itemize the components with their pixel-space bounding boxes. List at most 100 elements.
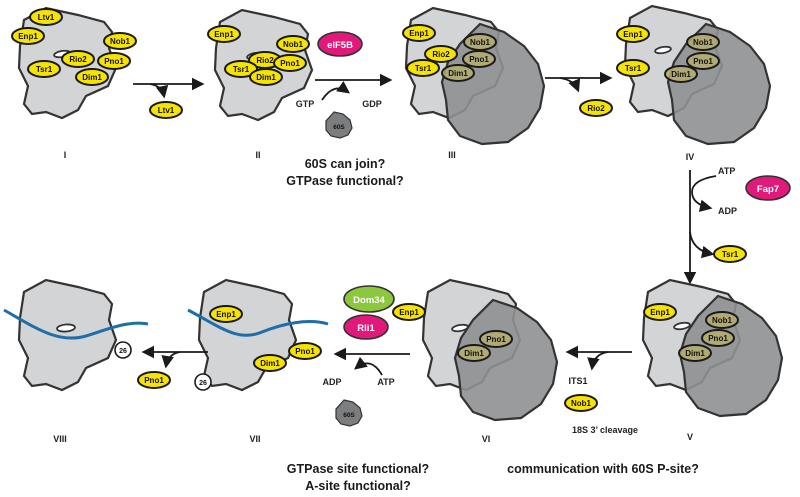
adp-label-rli1: ADP	[322, 377, 341, 387]
factor-label: Tsr1	[233, 65, 250, 74]
factor-enp1-stage-6: Enp1	[392, 303, 426, 321]
gdp-label: GDP	[362, 99, 382, 109]
factor-pno1-stage-4: Pno1	[686, 52, 720, 70]
40s-subunit-stage-8	[17, 278, 118, 392]
factor-fap7: Fap7	[745, 175, 791, 201]
factor-dim1-stage-7: Dim1	[253, 354, 287, 372]
factor-label: Dim1	[671, 70, 691, 79]
factor-label: Nob1	[110, 37, 131, 46]
factor-label: Fap7	[757, 184, 779, 195]
factor-label: Dim1	[82, 73, 102, 82]
factor-label: Rio2	[69, 55, 87, 64]
factor-dim1-stage-6: Dim1	[457, 344, 491, 362]
factor-label: Enp1	[18, 32, 38, 41]
stage-3-complex: Enp1 Nob1 Rio2 Pno1 Tsr1 Dim1 III	[402, 6, 546, 160]
stage-label-4: IV	[686, 152, 695, 162]
factor-nob1-stage-3: Nob1	[463, 33, 497, 51]
factor-pno1-stage-3: Pno1	[462, 50, 496, 68]
stage-label-1: I	[64, 150, 67, 160]
factor-pno1-released: Pno1	[137, 371, 171, 389]
factor-label: Nob1	[470, 38, 491, 47]
factor-label: Dim1	[260, 359, 280, 368]
factor-label: Tsr1	[722, 250, 739, 259]
factor-label: Pno1	[486, 335, 506, 344]
nob1-cleavage-step: ITS1 Nob1 18S 3’ cleavage	[564, 345, 638, 435]
factor-label: Nob1	[693, 38, 714, 47]
26-label: 26	[119, 348, 127, 355]
its1-label: ITS1	[568, 376, 587, 386]
factor-label: Dim1	[256, 73, 276, 82]
mrna-strand-stage-8	[3, 308, 149, 340]
factor-nob1-stage-1: Nob1	[103, 32, 137, 50]
caption-gtpase-line2: A-site functional?	[305, 479, 411, 493]
stage-label-3: III	[448, 150, 456, 160]
factor-rli1: Rli1	[343, 314, 389, 340]
factor-pno1-stage-6: Pno1	[479, 330, 513, 348]
stage-label-2: II	[255, 150, 260, 160]
fap7-step: ATP ADP Fap7 Tsr1	[683, 166, 791, 285]
factor-label: Ltv1	[158, 106, 175, 115]
dom34-rli1-step: Dom34 Rli1 ADP ATP 60S	[322, 285, 410, 427]
factor-ltv1-released: Ltv1	[149, 101, 183, 119]
stage-2-complex: Enp1 Nob1 Rio2 Pno1 Tsr1 Dim1 II	[207, 8, 314, 160]
mrna-strand-stage-7	[187, 308, 329, 337]
factor-dim1-stage-1: Dim1	[75, 68, 109, 86]
factor-tsr1-released: Tsr1	[713, 245, 747, 263]
transition-arrow-7-8: Pno1 26	[137, 345, 212, 391]
factor-pno1-stage-5: Pno1	[701, 329, 735, 347]
factor-dim1-stage-5: Dim1	[678, 344, 712, 362]
factor-label: Pno1	[104, 57, 124, 66]
stage-6-complex: Enp1 Pno1 Dim1 VI	[392, 278, 559, 444]
transition-arrow-3-4: Rio2	[545, 71, 613, 117]
subunit-26-released: 26	[194, 373, 212, 391]
60s-subunit-free: 60S	[325, 111, 353, 139]
stage-5-complex: Enp1 Nob1 Pno1 Dim1 V	[641, 278, 784, 442]
factor-label: Rio2	[587, 104, 605, 113]
factor-pno1-stage-1: Pno1	[97, 52, 131, 70]
factor-label: Tsr1	[36, 65, 53, 74]
factor-label: Pno1	[693, 57, 713, 66]
factor-label: Nob1	[283, 40, 304, 49]
factor-label: Pno1	[295, 347, 315, 356]
factor-label: Enp1	[216, 310, 236, 319]
factor-label: Enp1	[409, 29, 429, 38]
factor-label: Dom34	[353, 295, 385, 306]
stage-label-5: V	[687, 432, 693, 442]
factor-label: Dim1	[448, 69, 468, 78]
factor-tsr1-stage-1: Tsr1	[27, 60, 61, 78]
factor-label: Tsr1	[625, 64, 642, 73]
stage-label-6: VI	[482, 434, 491, 444]
26-label: 26	[199, 380, 207, 387]
60s-subunit-released: 60S	[335, 399, 363, 427]
factor-label: Enp1	[214, 30, 234, 39]
factor-eif5b: eIF5B	[317, 31, 363, 57]
factor-pno1-stage-2: Pno1	[273, 54, 307, 72]
subunit-26-bound: 26	[114, 341, 132, 359]
factor-enp1-stage-1: Enp1	[11, 27, 45, 45]
factor-label: Nob1	[712, 316, 733, 325]
factor-label: Dim1	[464, 349, 484, 358]
factor-nob1-stage-2: Nob1	[276, 35, 310, 53]
factor-label: Enp1	[650, 308, 670, 317]
factor-label: Rio2	[256, 56, 274, 65]
mrna-channel	[673, 321, 691, 331]
60s-label: 60S	[333, 124, 345, 131]
stage-label-7: VII	[249, 434, 260, 444]
stage-label-8: VIII	[53, 434, 67, 444]
factor-enp1-stage-4: Enp1	[616, 25, 650, 43]
factor-label: Nob1	[571, 399, 592, 408]
stage-7-complex: Enp1 Pno1 Dim1 VII	[187, 278, 329, 444]
factor-label: Enp1	[623, 30, 643, 39]
factor-dom34: Dom34	[343, 285, 395, 313]
factor-label: Pno1	[708, 334, 728, 343]
factor-label: Pno1	[280, 59, 300, 68]
factor-dim1-stage-2: Dim1	[249, 68, 283, 86]
factor-enp1-stage-2: Enp1	[207, 25, 241, 43]
factor-ltv1-stage-1: Ltv1	[29, 8, 63, 26]
stage-1-complex: Ltv1 Enp1 Nob1 Rio2 Pno1 Tsr1 Dim1 I	[11, 6, 137, 160]
factor-label: Pno1	[469, 55, 489, 64]
factor-rio2-stage-1: Rio2	[61, 50, 95, 68]
eif5b-joining-step: eIF5B GTP GDP 60S 60S can join? GTPase f…	[286, 31, 404, 188]
adp-label-fap7: ADP	[718, 206, 737, 216]
